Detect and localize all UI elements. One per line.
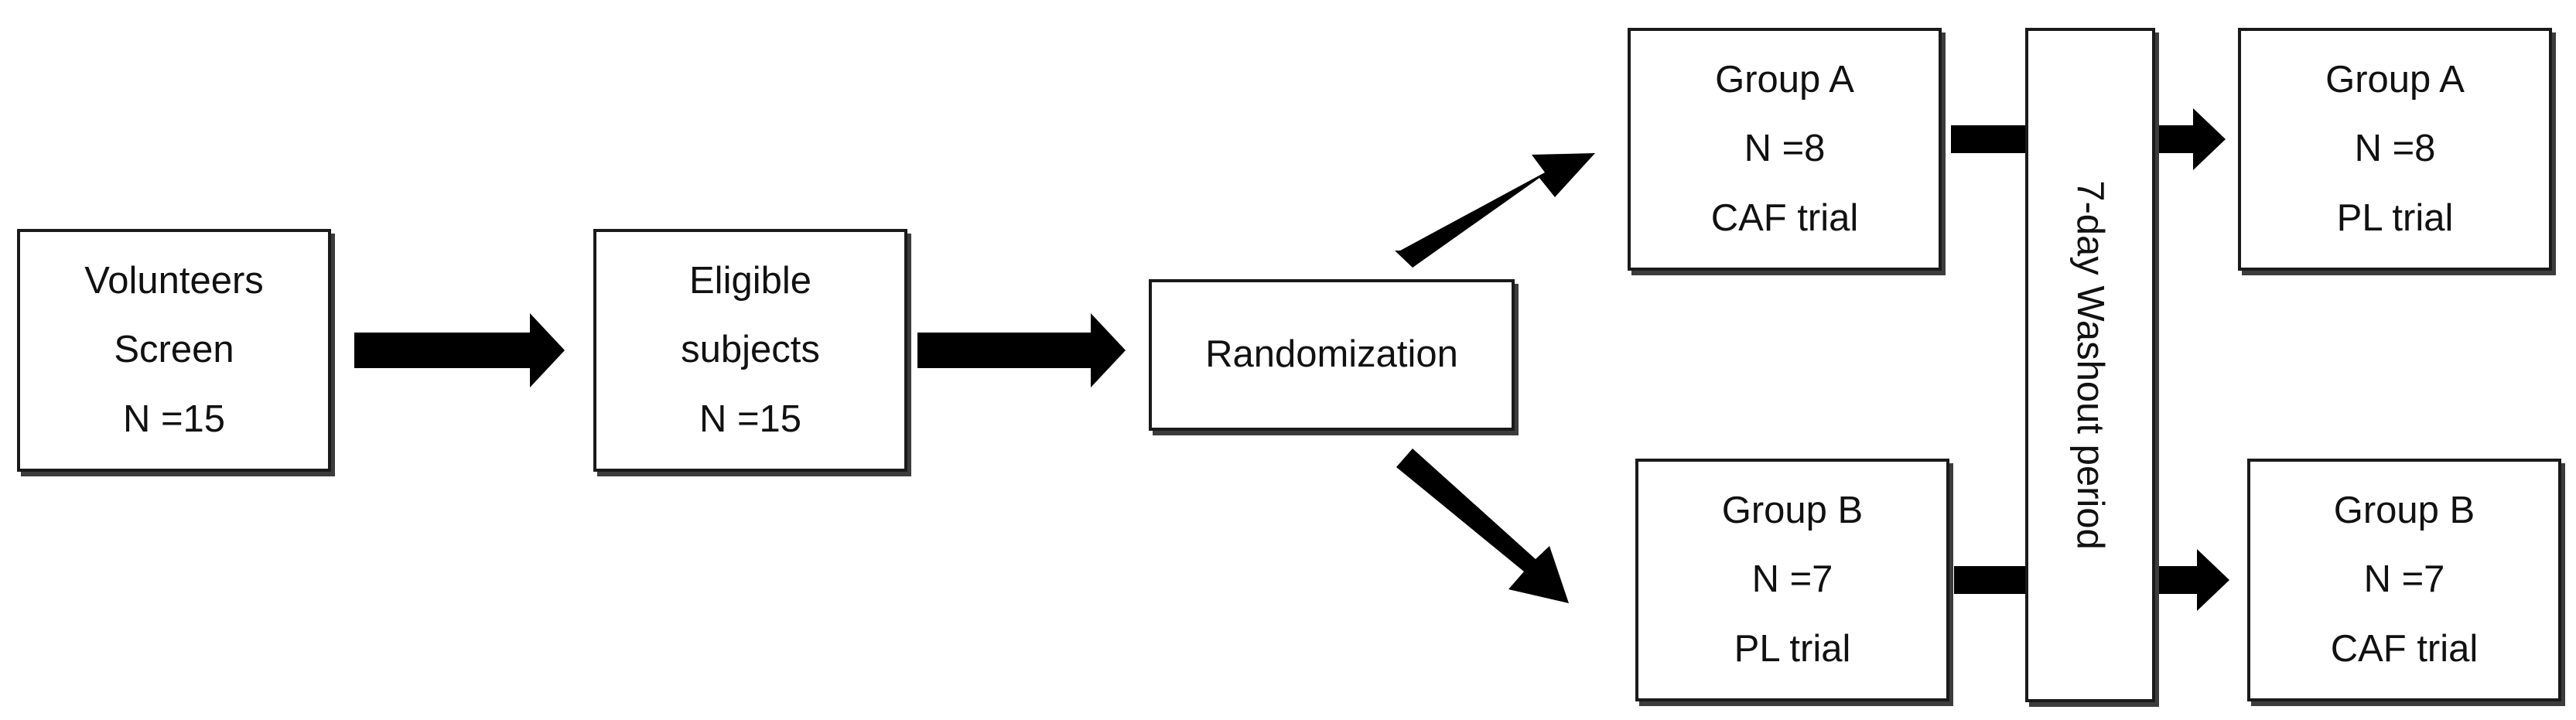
volunteers-title: Volunteers <box>84 260 264 302</box>
volunteers-subtitle: Screen <box>114 329 234 371</box>
washout-period-box: 7-day Washout period <box>2025 28 2155 702</box>
connector-group-b-to-washout <box>1954 566 2025 594</box>
arrow-randomization-to-group-b <box>1396 449 1569 603</box>
eligible-title: Eligible <box>689 260 811 302</box>
group-a-first-count: N =8 <box>1744 128 1826 170</box>
group-a-first-trial-box: Group A N =8 CAF trial <box>1628 28 1942 271</box>
group-b-second-trial: CAF trial <box>2330 627 2479 670</box>
group-b-second-count: N =7 <box>2363 558 2445 601</box>
eligible-subtitle: subjects <box>681 329 820 371</box>
group-b-first-trial: PL trial <box>1734 627 1851 670</box>
connector-group-a-to-washout <box>1951 125 2025 153</box>
group-a-second-trial: PL trial <box>2336 196 2454 239</box>
group-b-second-trial-box: Group B N =7 CAF trial <box>2247 459 2561 701</box>
arrow-washout-to-group-b <box>2158 549 2229 611</box>
eligible-subjects-box: Eligible subjects N =15 <box>593 229 907 472</box>
arrow-randomization-to-group-a <box>1395 153 1595 268</box>
group-a-first-trial: CAF trial <box>1710 196 1859 239</box>
group-b-first-trial-box: Group B N =7 PL trial <box>1635 459 1949 701</box>
group-a-second-trial-box: Group A N =8 PL trial <box>2238 28 2552 271</box>
group-b-first-title: Group B <box>1721 490 1864 532</box>
arrow-eligible-to-randomization <box>917 313 1126 387</box>
randomization-box: Randomization <box>1149 279 1515 431</box>
eligible-count: N =15 <box>699 398 802 440</box>
volunteers-count: N =15 <box>122 398 226 440</box>
group-a-second-count: N =8 <box>2354 128 2436 170</box>
group-b-first-count: N =7 <box>1751 558 1833 601</box>
volunteers-box: Volunteers Screen N =15 <box>17 229 331 472</box>
group-b-second-title: Group B <box>2333 490 2475 532</box>
washout-period-label: 7-day Washout period <box>2069 180 2111 550</box>
arrow-washout-to-group-a <box>2158 108 2226 170</box>
group-a-first-title: Group A <box>1715 59 1854 101</box>
randomization-label: Randomization <box>1205 333 1458 376</box>
group-a-second-title: Group A <box>2325 59 2465 101</box>
arrow-volunteers-to-eligible <box>354 313 565 387</box>
